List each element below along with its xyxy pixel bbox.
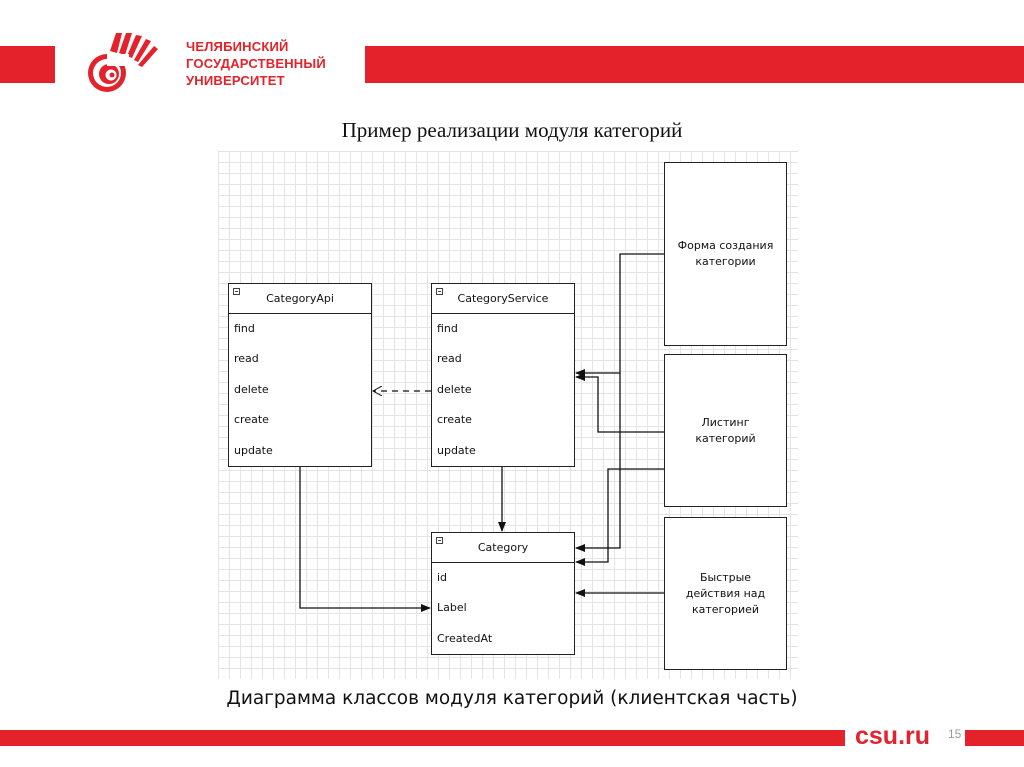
class-member: read (234, 352, 259, 366)
class-member: create (234, 413, 269, 427)
connector-listing-to-service (575, 373, 664, 433)
class-member: update (234, 443, 273, 457)
diagram-caption: Диаграмма классов модуля категорий (клие… (226, 688, 798, 709)
class-member: Label (437, 601, 467, 615)
class-member: delete (234, 382, 269, 396)
view-form: Форма создания категории (664, 162, 787, 346)
class-name: CategoryApi (266, 292, 334, 305)
view-label: Форма создания категории (677, 239, 774, 268)
footer-red-bar-right (965, 730, 1024, 746)
view-label: Листинг категорий (695, 415, 756, 445)
view-listing: Листинг категорий (664, 354, 787, 507)
class-member: create (437, 413, 472, 427)
university-name: ЧЕЛЯБИНСКИЙ ГОСУДАРСТВЕННЫЙ УНИВЕРСИТЕТ (186, 38, 326, 89)
class-header: CategoryApi (229, 284, 371, 314)
footer-brand: csu.ru (855, 722, 931, 750)
class-category: Category id Label CreatedAt (431, 532, 575, 655)
class-header: CategoryService (432, 284, 574, 314)
university-name-line-3: УНИВЕРСИТЕТ (186, 73, 285, 88)
header-red-bar-right (365, 46, 1024, 83)
view-label: Быстрые действия над категорией (685, 570, 766, 616)
connector-form-to-category (575, 373, 621, 552)
class-member: CreatedAt (437, 631, 493, 645)
collapse-icon[interactable] (436, 288, 443, 295)
class-member: find (234, 322, 255, 335)
class-member: id (437, 571, 448, 584)
class-name: Category (477, 541, 529, 554)
connector-lines (299, 253, 664, 612)
class-header: Category (432, 533, 574, 563)
class-member: find (437, 322, 458, 335)
collapse-icon[interactable] (233, 288, 240, 295)
slide-title: Пример реализации модуля категорий (341, 118, 683, 142)
connector-form-to-service (575, 253, 664, 377)
view-quick-actions: Быстрые действия над категорией (664, 517, 787, 670)
footer-red-bar-left (0, 730, 845, 746)
connector-listing-to-category (575, 468, 664, 566)
class-member: delete (437, 382, 472, 396)
class-category-service: CategoryService find read delete create … (431, 283, 575, 467)
university-logo (88, 33, 158, 92)
header-red-bar-left (0, 46, 55, 83)
class-member: update (437, 443, 476, 457)
connector-api-to-category (299, 467, 431, 612)
university-name-line-2: ГОСУДАРСТВЕННЫЙ (186, 56, 326, 71)
collapse-icon[interactable] (436, 537, 443, 544)
class-category-api: CategoryApi find read delete create upda… (228, 283, 372, 467)
university-name-line-1: ЧЕЛЯБИНСКИЙ (186, 39, 289, 54)
class-member: read (437, 352, 462, 366)
class-name: CategoryService (457, 292, 549, 305)
class-diagram: CategoryApi find read delete create upda… (218, 151, 798, 679)
page-number: 15 (948, 727, 962, 741)
